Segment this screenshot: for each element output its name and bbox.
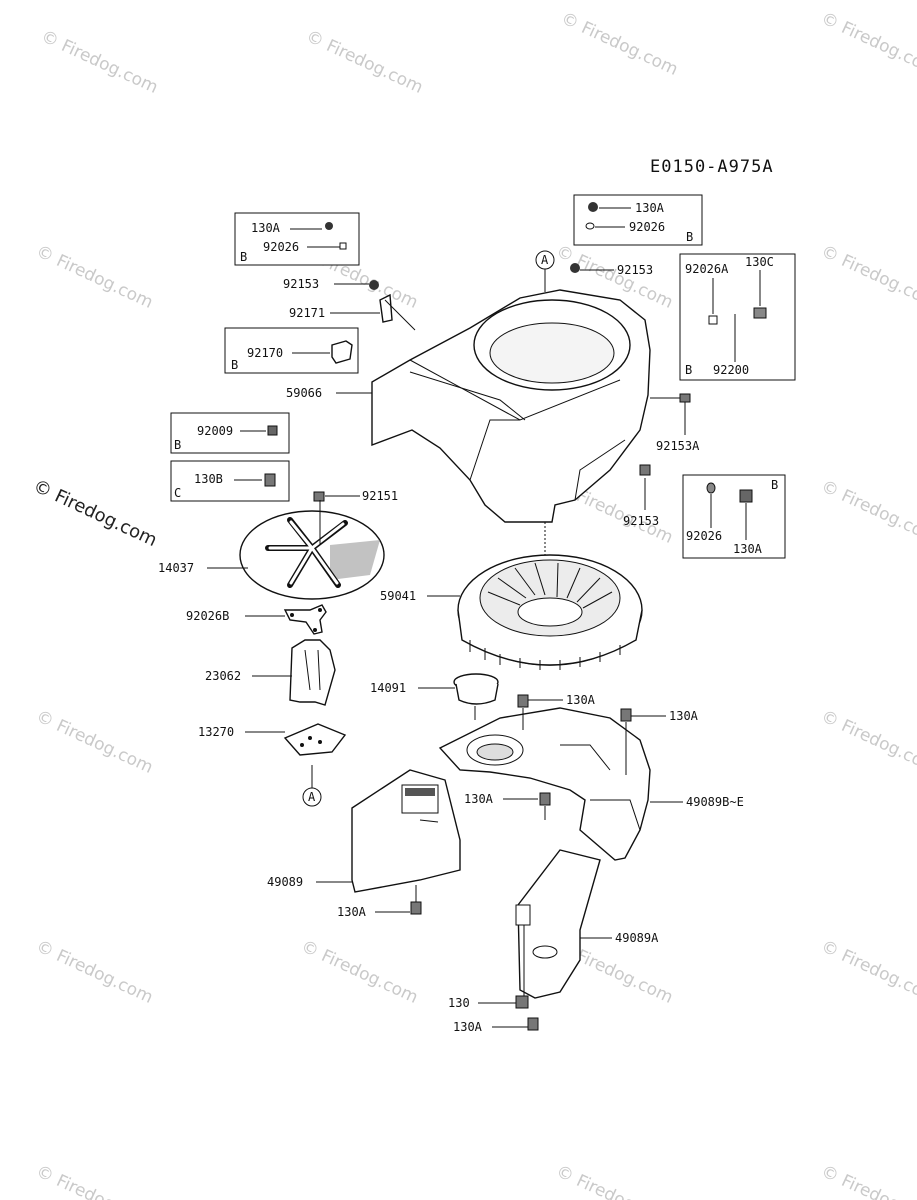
label-130a: 130A xyxy=(464,792,494,806)
svg-text:92200: 92200 xyxy=(713,363,749,377)
svg-text:130B: 130B xyxy=(194,472,223,486)
watermark: © Firedog.com xyxy=(38,26,161,98)
callout-marker-a-top: A xyxy=(535,250,555,290)
label-92026b: 92026B xyxy=(186,609,229,623)
svg-text:130A: 130A xyxy=(635,201,665,215)
baffle-plate-49089b-e xyxy=(438,707,651,861)
svg-text:B: B xyxy=(231,358,238,372)
inset-box-92170: 92170 B xyxy=(224,327,359,374)
label-14037: 14037 xyxy=(158,561,194,575)
cooling-fan xyxy=(457,554,643,670)
diagram-code: E0150-A975A xyxy=(650,157,774,177)
label-92153: 92153 xyxy=(617,263,653,277)
label-59066: 59066 xyxy=(286,386,322,400)
watermark: © Firedog.com xyxy=(33,241,156,313)
svg-text:130A: 130A xyxy=(733,542,763,556)
svg-text:130A: 130A xyxy=(251,221,281,235)
label-23062: 23062 xyxy=(205,669,241,683)
inset-box-130a-92026-left: 130A 92026 B xyxy=(234,212,360,266)
label-130a: 130A xyxy=(337,905,367,919)
svg-text:A: A xyxy=(308,790,316,804)
callout-marker-a-bottom: A xyxy=(302,765,322,807)
watermark: © Firedog.com xyxy=(33,1161,156,1200)
svg-text:92026: 92026 xyxy=(263,240,299,254)
watermark: © Firedog.com xyxy=(818,706,917,778)
svg-text:92009: 92009 xyxy=(197,424,233,438)
leader-lines xyxy=(207,269,686,1028)
inset-box-92026-130a-lower: B 92026 130A xyxy=(682,474,786,559)
watermark: © Firedog.com xyxy=(818,1161,917,1200)
inset-box-130a-92026-right: 130A 92026 B xyxy=(573,194,703,246)
svg-text:92026: 92026 xyxy=(629,220,665,234)
watermark: © Firedog.com xyxy=(818,936,917,1008)
watermark: © Firedog.com xyxy=(33,706,156,778)
spacer-92026b xyxy=(283,604,327,635)
svg-text:B: B xyxy=(685,363,692,377)
inset-box-130b: 130B C xyxy=(170,460,290,502)
watermark: © Firedog.com xyxy=(303,26,426,98)
svg-text:92170: 92170 xyxy=(247,346,283,360)
svg-text:92026: 92026 xyxy=(686,529,722,543)
label-49089: 49089 xyxy=(267,875,303,889)
label-92153: 92153 xyxy=(623,514,659,528)
watermark: © Firedog.com xyxy=(558,8,681,80)
rotating-screen xyxy=(239,510,385,600)
svg-text:B: B xyxy=(174,438,181,452)
svg-text:A: A xyxy=(541,253,549,267)
inset-box-92009: 92009 B xyxy=(170,412,290,454)
svg-text:B: B xyxy=(240,250,247,264)
bracket-23062 xyxy=(289,639,336,706)
label-14091: 14091 xyxy=(370,681,406,695)
label-130: 130 xyxy=(448,996,470,1010)
label-92171: 92171 xyxy=(289,306,325,320)
watermark: © Firedog.com xyxy=(30,475,160,551)
watermark: © Firedog.com xyxy=(818,8,917,80)
collar-14091 xyxy=(453,673,499,705)
watermark: © Firedog.com xyxy=(553,1161,676,1200)
svg-text:130C: 130C xyxy=(745,255,774,269)
label-130a: 130A xyxy=(453,1020,483,1034)
inset-box-92026a-130c-92200: 92026A 130C B 92200 xyxy=(679,253,796,381)
label-92153a: 92153A xyxy=(656,439,700,453)
plate-13270 xyxy=(283,723,347,756)
label-92153: 92153 xyxy=(283,277,319,291)
svg-text:92026A: 92026A xyxy=(685,262,729,276)
shroud-49089 xyxy=(351,769,461,893)
label-13270: 13270 xyxy=(198,725,234,739)
label-130a: 130A xyxy=(669,709,699,723)
part-labels: 92153 92171 59066 92153 92153A 92153 921… xyxy=(158,263,744,1034)
label-92151: 92151 xyxy=(362,489,398,503)
blower-housing xyxy=(371,289,651,523)
label-130a: 130A xyxy=(566,693,596,707)
watermark: © Firedog.com xyxy=(818,241,917,313)
svg-text:B: B xyxy=(686,230,693,244)
shroud-49089a xyxy=(515,849,601,999)
label-49089a: 49089A xyxy=(615,931,659,945)
watermark: © Firedog.com xyxy=(818,476,917,548)
watermark: © Firedog.com xyxy=(33,936,156,1008)
label-59041: 59041 xyxy=(380,589,416,603)
label-49089b-e: 49089B~E xyxy=(686,795,744,809)
svg-text:C: C xyxy=(174,486,181,500)
svg-text:B: B xyxy=(771,478,778,492)
watermark: © Firedog.com xyxy=(298,936,421,1008)
